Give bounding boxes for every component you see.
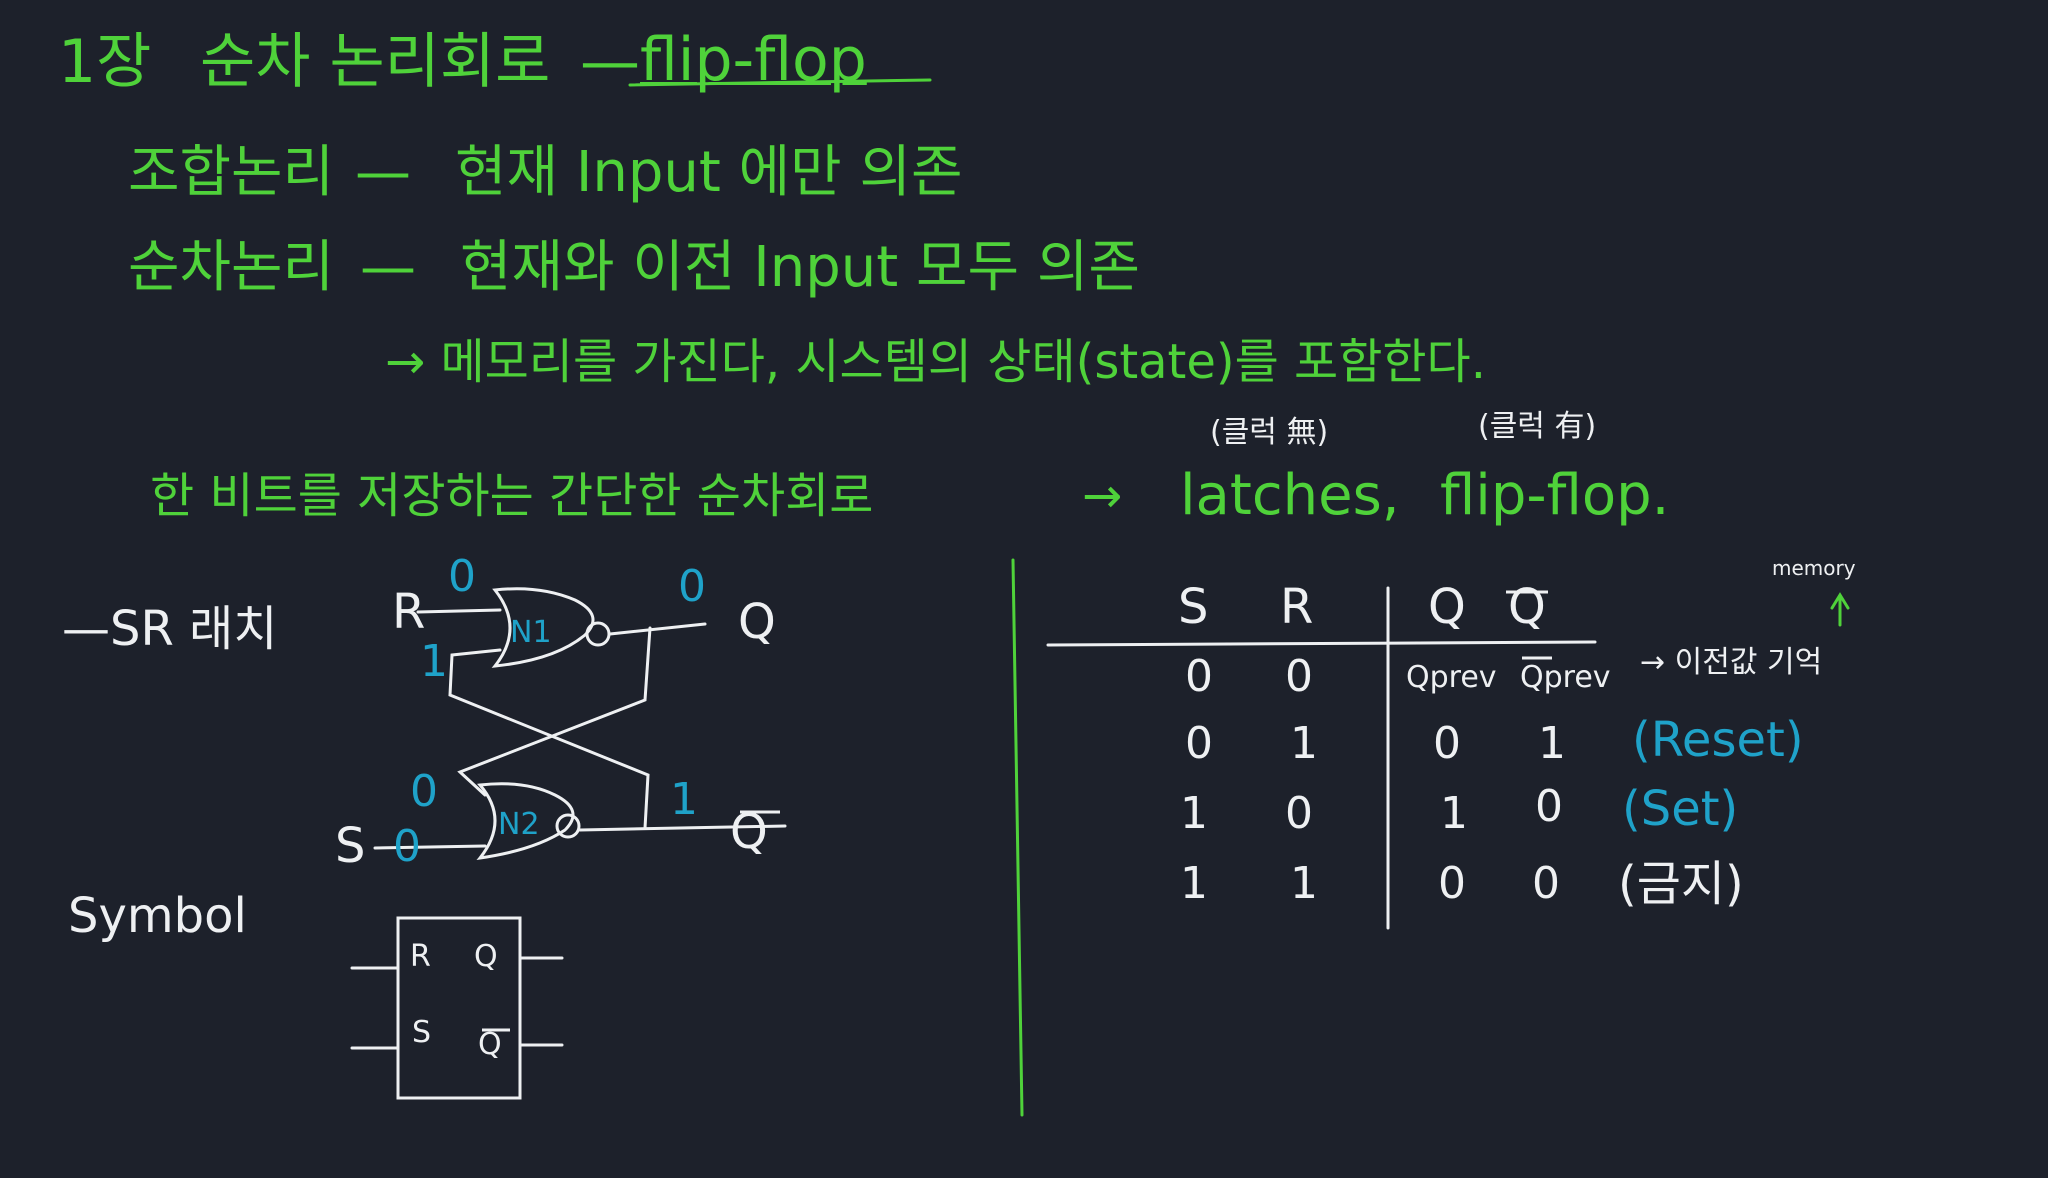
circuit-input-r: R bbox=[392, 584, 426, 640]
circuit-output-q: Q bbox=[738, 594, 776, 650]
row1-q: Qprev bbox=[1406, 660, 1497, 695]
memory-pointer-arrow bbox=[1830, 592, 1850, 627]
value-qbar: 1 bbox=[670, 774, 698, 825]
row2-s: 0 bbox=[1185, 718, 1213, 769]
nor-gate-n2 bbox=[476, 782, 575, 861]
symbol-pin-qbar: Q bbox=[478, 1027, 502, 1062]
row2-qbar: 1 bbox=[1538, 718, 1566, 769]
row1-s: 0 bbox=[1185, 651, 1213, 702]
gate-n1-label: N1 bbox=[510, 615, 552, 650]
row4-q: 0 bbox=[1438, 858, 1466, 909]
circuit-input-s: S bbox=[335, 818, 366, 874]
title-underline bbox=[628, 78, 932, 87]
title-keyword: flip-flop bbox=[640, 25, 867, 95]
n1-inversion-bubble bbox=[585, 621, 611, 647]
section-divider-line bbox=[1011, 558, 1024, 1117]
value-feedback-bottom: 0 bbox=[410, 766, 438, 817]
chapter-label: 1장 bbox=[58, 27, 152, 97]
row3-s: 1 bbox=[1180, 788, 1208, 839]
sequential-desc: 현재와 이전 Input 모두 의존 bbox=[460, 235, 1140, 300]
n2-inversion-bubble bbox=[555, 813, 581, 839]
table-header-s: S bbox=[1178, 579, 1209, 635]
memory-note: memory bbox=[1772, 556, 1856, 580]
wire-s-input bbox=[373, 844, 487, 850]
sr-latch-heading: —SR 래치 bbox=[62, 601, 278, 657]
row4-r: 1 bbox=[1290, 858, 1318, 909]
clock-has-note: (클럭 有) bbox=[1478, 409, 1597, 444]
row1-r: 0 bbox=[1285, 651, 1313, 702]
flipflop-label: flip-flop. bbox=[1440, 463, 1670, 528]
one-bit-arrow: → bbox=[1082, 468, 1123, 524]
sequential-term: 순차논리 bbox=[128, 235, 335, 300]
chapter-topic: 순차 논리회로 bbox=[200, 27, 551, 97]
value-q: 0 bbox=[678, 561, 706, 612]
value-s: 0 bbox=[393, 821, 421, 872]
symbol-label: Symbol bbox=[68, 888, 247, 944]
table-header-q: Q bbox=[1428, 579, 1466, 635]
one-bit-line: 한 비트를 저장하는 간단한 순차회로 bbox=[150, 468, 874, 524]
symbol-pin-q: Q bbox=[474, 939, 498, 974]
gate-n2-label: N2 bbox=[498, 807, 540, 842]
symbol-pin-r: R bbox=[410, 939, 431, 974]
combinational-term: 조합논리 bbox=[128, 140, 335, 205]
row3-q: 1 bbox=[1440, 788, 1468, 839]
clock-none-note: (클럭 無) bbox=[1210, 415, 1329, 450]
row2-note: (Reset) bbox=[1632, 712, 1804, 768]
table-header-qbar: Q bbox=[1508, 579, 1546, 635]
combinational-dash: — bbox=[355, 140, 411, 205]
wire-n2-output bbox=[578, 824, 787, 832]
symbol-box bbox=[396, 916, 522, 1100]
circuit-output-qbar: Q bbox=[730, 804, 768, 860]
memory-line: → 메모리를 가진다, 시스템의 상태(state)를 포함한다. bbox=[385, 334, 1486, 390]
latches-label: latches, bbox=[1180, 463, 1400, 528]
value-r: 0 bbox=[448, 551, 476, 602]
row1-note: → 이전값 기억 bbox=[1640, 645, 1823, 680]
title-dash: — bbox=[580, 27, 640, 97]
row3-qbar: 0 bbox=[1535, 781, 1563, 832]
row3-note: (Set) bbox=[1622, 781, 1739, 837]
sequential-dash: — bbox=[360, 235, 416, 300]
combinational-desc: 현재 Input 에만 의존 bbox=[455, 140, 963, 205]
row4-note: (금지) bbox=[1618, 856, 1744, 912]
table-header-rule bbox=[1046, 640, 1597, 647]
nor-gate-n1 bbox=[491, 587, 595, 668]
wire-n1-output bbox=[608, 622, 707, 636]
wire-r-input bbox=[416, 608, 502, 614]
row1-qbar: Qprev bbox=[1520, 660, 1611, 695]
row3-r: 0 bbox=[1285, 788, 1313, 839]
row4-s: 1 bbox=[1180, 858, 1208, 909]
value-feedback-top: 1 bbox=[420, 636, 448, 687]
row2-r: 1 bbox=[1290, 718, 1318, 769]
wire-feedback-qbar bbox=[448, 648, 650, 830]
table-header-r: R bbox=[1280, 579, 1314, 635]
row4-qbar: 0 bbox=[1532, 858, 1560, 909]
symbol-pin-s: S bbox=[412, 1015, 432, 1050]
row2-q: 0 bbox=[1433, 718, 1461, 769]
